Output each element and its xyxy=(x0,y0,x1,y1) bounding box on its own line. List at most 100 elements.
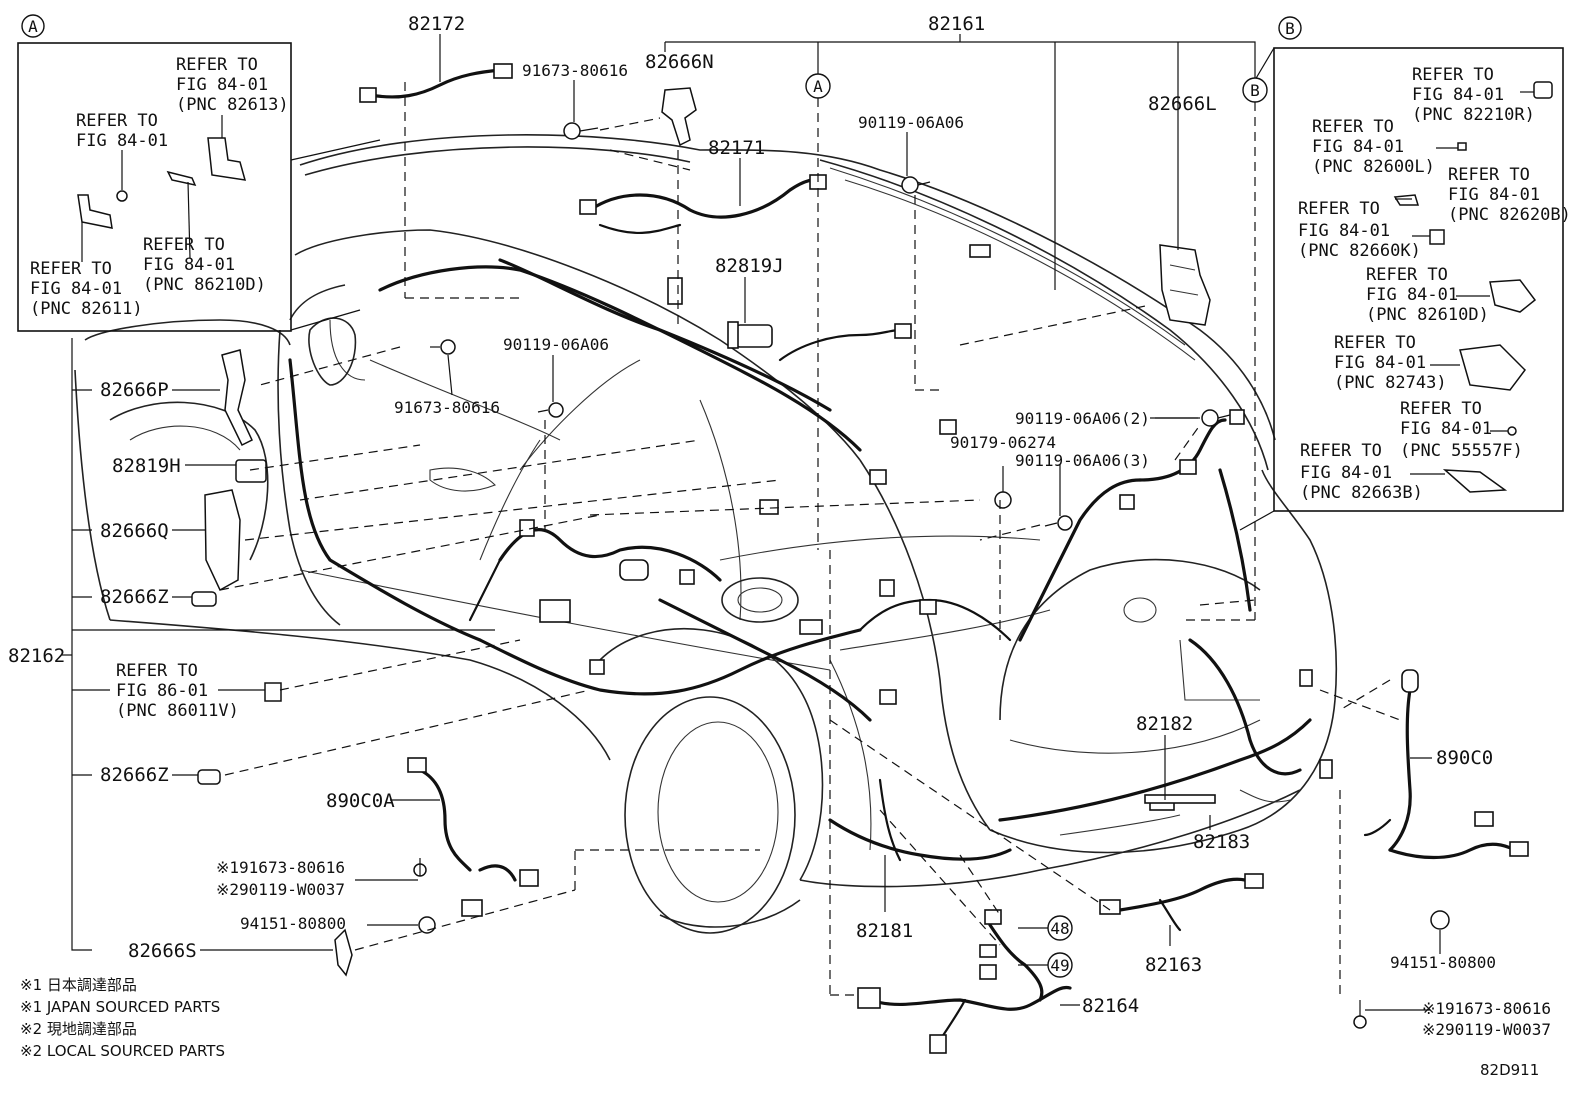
label-82183: 82183 xyxy=(1193,831,1250,853)
label-890C0: 890C0 xyxy=(1436,747,1493,769)
label-82171: 82171 xyxy=(708,137,765,159)
label-90179-06274: 90179-06274 xyxy=(950,433,1056,452)
svg-text:※1 日本調達部品: ※1 日本調達部品 xyxy=(20,976,137,994)
svg-text:48: 48 xyxy=(1050,919,1069,938)
svg-text:B: B xyxy=(1250,81,1260,100)
svg-text:FIG 84-01: FIG 84-01 xyxy=(1312,137,1404,157)
label-mark1-right: ※191673-80616 xyxy=(1422,999,1551,1018)
label-82666Z-b: 82666Z xyxy=(100,764,169,786)
part-number-labels: 82172 82161 82666N 91673-80616 82171 826… xyxy=(8,13,1551,1079)
svg-text:(PNC 86210D): (PNC 86210D) xyxy=(143,275,266,295)
svg-text:REFER TO: REFER TO xyxy=(1312,117,1394,137)
svg-text:FIG 86-01: FIG 86-01 xyxy=(116,681,208,701)
svg-text:FIG 84-01: FIG 84-01 xyxy=(30,279,122,299)
svg-text:FIG 84-01: FIG 84-01 xyxy=(1448,185,1540,205)
svg-text:(PNC 82611): (PNC 82611) xyxy=(30,299,143,319)
svg-text:FIG 84-01: FIG 84-01 xyxy=(1412,85,1504,105)
leader-lines xyxy=(62,34,1534,1011)
svg-text:FIG 84-01: FIG 84-01 xyxy=(1366,285,1458,305)
svg-text:B: B xyxy=(1285,19,1295,38)
inset-box-a xyxy=(17,42,292,332)
circle-marker-49: 49 xyxy=(1047,952,1073,978)
svg-text:REFER TO: REFER TO xyxy=(143,235,225,255)
vehicle-body-outline xyxy=(74,134,1338,934)
svg-text:FIG 84-01: FIG 84-01 xyxy=(176,75,268,95)
svg-text:49: 49 xyxy=(1050,956,1069,975)
label-90119-06A06-2: 90119-06A06(2) xyxy=(1015,409,1150,428)
label-90119-06A06-top: 90119-06A06 xyxy=(858,113,964,132)
svg-text:(PNC 82210R): (PNC 82210R) xyxy=(1412,105,1535,125)
label-82819J: 82819J xyxy=(715,255,784,277)
svg-text:REFER TO: REFER TO xyxy=(1334,333,1416,353)
svg-text:FIG 84-01: FIG 84-01 xyxy=(1334,353,1426,373)
svg-text:REFER TO: REFER TO xyxy=(1300,441,1382,461)
footnotes: ※1 日本調達部品 ※1 JAPAN SOURCED PARTS ※2 現地調達… xyxy=(20,976,225,1060)
label-82666N: 82666N xyxy=(645,51,714,73)
label-94151-80800-right: 94151-80800 xyxy=(1390,953,1496,972)
svg-text:FIG 84-01: FIG 84-01 xyxy=(1300,463,1392,483)
label-82163: 82163 xyxy=(1145,954,1202,976)
refer-to-labels-inset-a: REFER TO FIG 84-01 (PNC 82613) REFER TO … xyxy=(30,55,289,319)
section-marker-a-inset: A xyxy=(21,14,45,38)
circle-marker-48: 48 xyxy=(1047,915,1073,941)
label-82162: 82162 xyxy=(8,645,65,667)
label-90119-06A06-3: 90119-06A06(3) xyxy=(1015,451,1150,470)
label-82172: 82172 xyxy=(408,13,465,35)
harness-connectors xyxy=(359,63,1529,1054)
inset-box-b xyxy=(1273,47,1564,512)
label-mark1-left: ※191673-80616 xyxy=(216,858,345,877)
label-82181: 82181 xyxy=(856,920,913,942)
svg-text:(PNC 82613): (PNC 82613) xyxy=(176,95,289,115)
label-82666Z-a: 82666Z xyxy=(100,586,169,608)
svg-text:REFER TO: REFER TO xyxy=(1448,165,1530,185)
label-mark2-left: ※290119-W0037 xyxy=(216,880,345,899)
section-marker-b-inset: B xyxy=(1278,16,1302,40)
label-82182: 82182 xyxy=(1136,713,1193,735)
svg-text:A: A xyxy=(813,77,823,96)
svg-text:REFER TO: REFER TO xyxy=(176,55,258,75)
dashed-guide-lines xyxy=(219,82,1401,1000)
label-890C0A: 890C0A xyxy=(326,790,395,812)
svg-text:※2 現地調達部品: ※2 現地調達部品 xyxy=(20,1020,137,1038)
svg-text:(PNC 82663B): (PNC 82663B) xyxy=(1300,483,1423,503)
svg-text:(PNC 82620B): (PNC 82620B) xyxy=(1448,205,1571,225)
section-marker-a-main: A xyxy=(805,73,831,99)
svg-text:※1 JAPAN SOURCED PARTS: ※1 JAPAN SOURCED PARTS xyxy=(20,998,220,1016)
refer-to-labels-inset-b: REFER TO FIG 84-01 (PNC 82210R) REFER TO… xyxy=(1298,65,1571,503)
label-82164: 82164 xyxy=(1082,995,1139,1017)
svg-text:REFER TO: REFER TO xyxy=(116,661,198,681)
svg-text:FIG 84-01: FIG 84-01 xyxy=(76,131,168,151)
diagram-code: 82D911 xyxy=(1480,1061,1539,1079)
label-91673-80616-mid: 91673-80616 xyxy=(394,398,500,417)
svg-text:(PNC 82660K): (PNC 82660K) xyxy=(1298,241,1421,261)
label-82666Q: 82666Q xyxy=(100,520,169,542)
refer-to-labels-main: REFER TO FIG 86-01 (PNC 86011V) xyxy=(116,661,239,721)
label-94151-80800-left: 94151-80800 xyxy=(240,914,346,933)
section-marker-b-main: B xyxy=(1242,77,1268,103)
svg-text:(PNC 86011V): (PNC 86011V) xyxy=(116,701,239,721)
svg-text:FIG 84-01: FIG 84-01 xyxy=(1298,221,1390,241)
svg-text:REFER TO: REFER TO xyxy=(30,259,112,279)
svg-text:FIG 84-01: FIG 84-01 xyxy=(1400,419,1492,439)
svg-text:(PNC 82600L): (PNC 82600L) xyxy=(1312,157,1435,177)
svg-text:※2 LOCAL SOURCED PARTS: ※2 LOCAL SOURCED PARTS xyxy=(20,1042,225,1060)
svg-text:REFER TO: REFER TO xyxy=(1298,199,1380,219)
svg-text:REFER TO: REFER TO xyxy=(1400,399,1482,419)
label-82666P: 82666P xyxy=(100,379,169,401)
label-82161: 82161 xyxy=(928,13,985,35)
svg-text:REFER TO: REFER TO xyxy=(76,111,158,131)
label-82666S: 82666S xyxy=(128,940,197,962)
label-82666L: 82666L xyxy=(1148,93,1217,115)
label-mark2-right: ※290119-W0037 xyxy=(1422,1020,1551,1039)
svg-text:(PNC 82743): (PNC 82743) xyxy=(1334,373,1447,393)
svg-text:REFER TO: REFER TO xyxy=(1366,265,1448,285)
svg-text:(PNC 82610D): (PNC 82610D) xyxy=(1366,305,1489,325)
svg-text:REFER TO: REFER TO xyxy=(1412,65,1494,85)
label-82819H: 82819H xyxy=(112,455,181,477)
svg-text:FIG 84-01: FIG 84-01 xyxy=(143,255,235,275)
svg-text:A: A xyxy=(28,17,38,36)
label-91673-80616-top: 91673-80616 xyxy=(522,61,628,80)
svg-text:(PNC 55557F): (PNC 55557F) xyxy=(1400,441,1523,461)
